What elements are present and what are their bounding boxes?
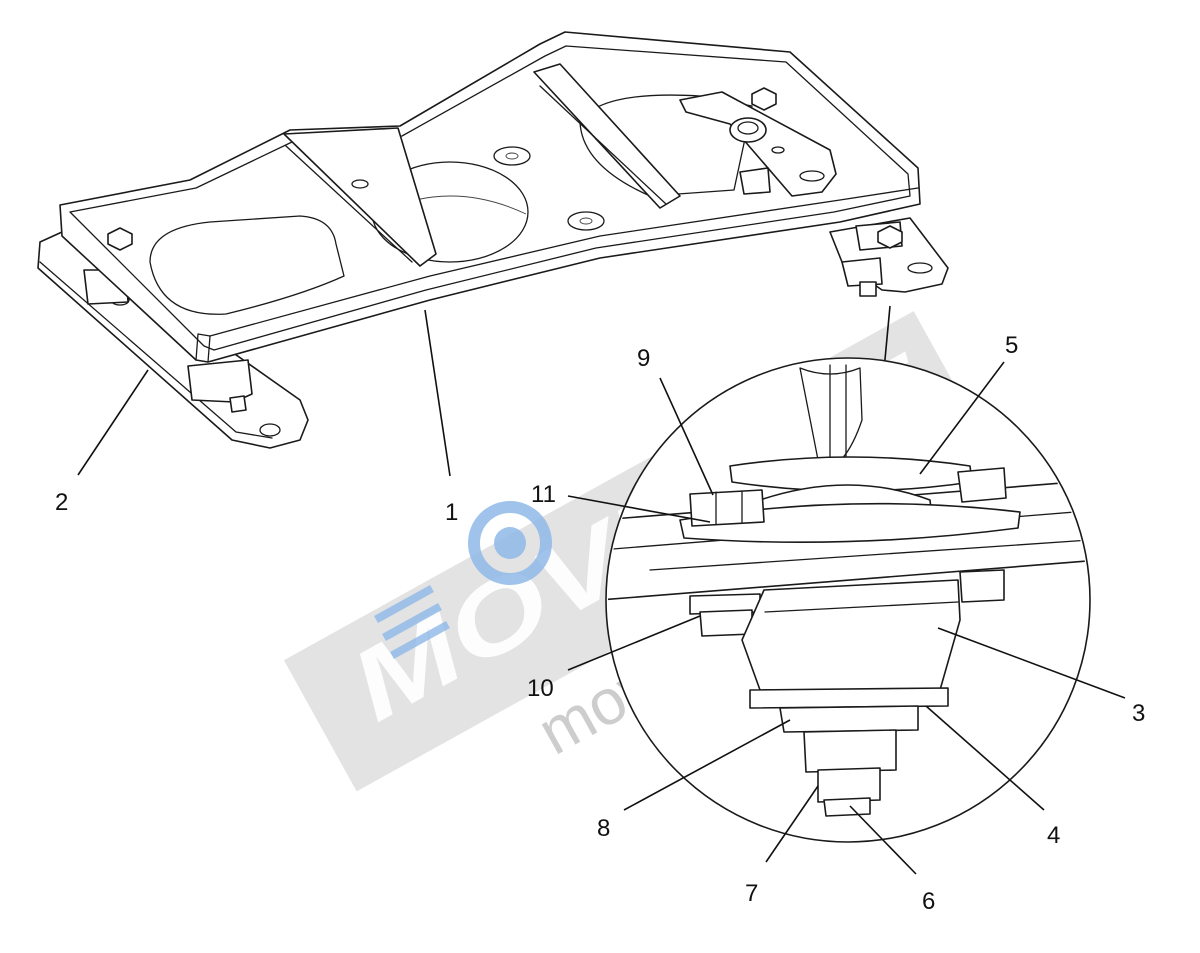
watermark-logo-icon <box>374 501 552 660</box>
tension-plate <box>679 91 837 197</box>
left-mounting-bracket <box>37 231 309 449</box>
callout-10: 10 <box>527 675 554 702</box>
callout-11: 11 <box>531 481 556 508</box>
callout-8: 8 <box>597 815 610 842</box>
main-frame <box>59 31 921 363</box>
callout-6: 6 <box>922 888 935 915</box>
detail-view <box>605 305 1091 843</box>
callout-2: 2 <box>55 489 68 516</box>
callout-9: 9 <box>637 345 650 372</box>
leader-lines <box>77 309 1126 875</box>
callout-4: 4 <box>1047 822 1060 849</box>
callout-labels: 1 2 3 4 5 6 7 8 9 10 11 <box>55 332 1145 915</box>
callout-5: 5 <box>1005 332 1018 359</box>
callout-7: 7 <box>745 880 758 907</box>
callout-1: 1 <box>445 499 458 526</box>
callout-3: 3 <box>1132 700 1145 727</box>
